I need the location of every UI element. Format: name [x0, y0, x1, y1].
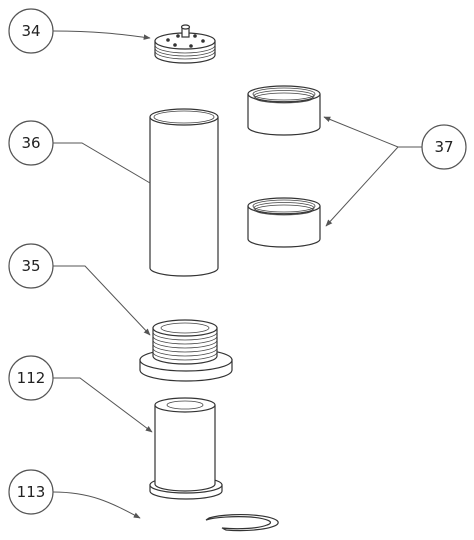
callout-36: 36 — [8, 120, 54, 166]
part-37-nut-lower — [247, 197, 321, 248]
svg-text:34: 34 — [21, 22, 40, 40]
callout-37: 37 — [421, 124, 467, 170]
callout-113: 113 — [8, 469, 54, 515]
svg-text:37: 37 — [434, 138, 453, 156]
callout-34: 34 — [8, 8, 54, 54]
part-37-nut-upper — [247, 85, 321, 136]
part-112-sleeve — [149, 397, 223, 500]
callout-112: 112 — [8, 355, 54, 401]
part-113-retaining-ring — [205, 513, 279, 532]
part-36-tube — [149, 108, 219, 277]
svg-text:112: 112 — [17, 369, 46, 387]
svg-text:36: 36 — [21, 134, 40, 152]
callout-35: 35 — [8, 243, 54, 289]
svg-text:113: 113 — [17, 483, 46, 501]
svg-text:35: 35 — [21, 257, 40, 275]
leader-lines — [52, 30, 422, 519]
part-34-threaded-cap — [154, 24, 216, 64]
part-35-threaded-flange — [139, 319, 233, 382]
